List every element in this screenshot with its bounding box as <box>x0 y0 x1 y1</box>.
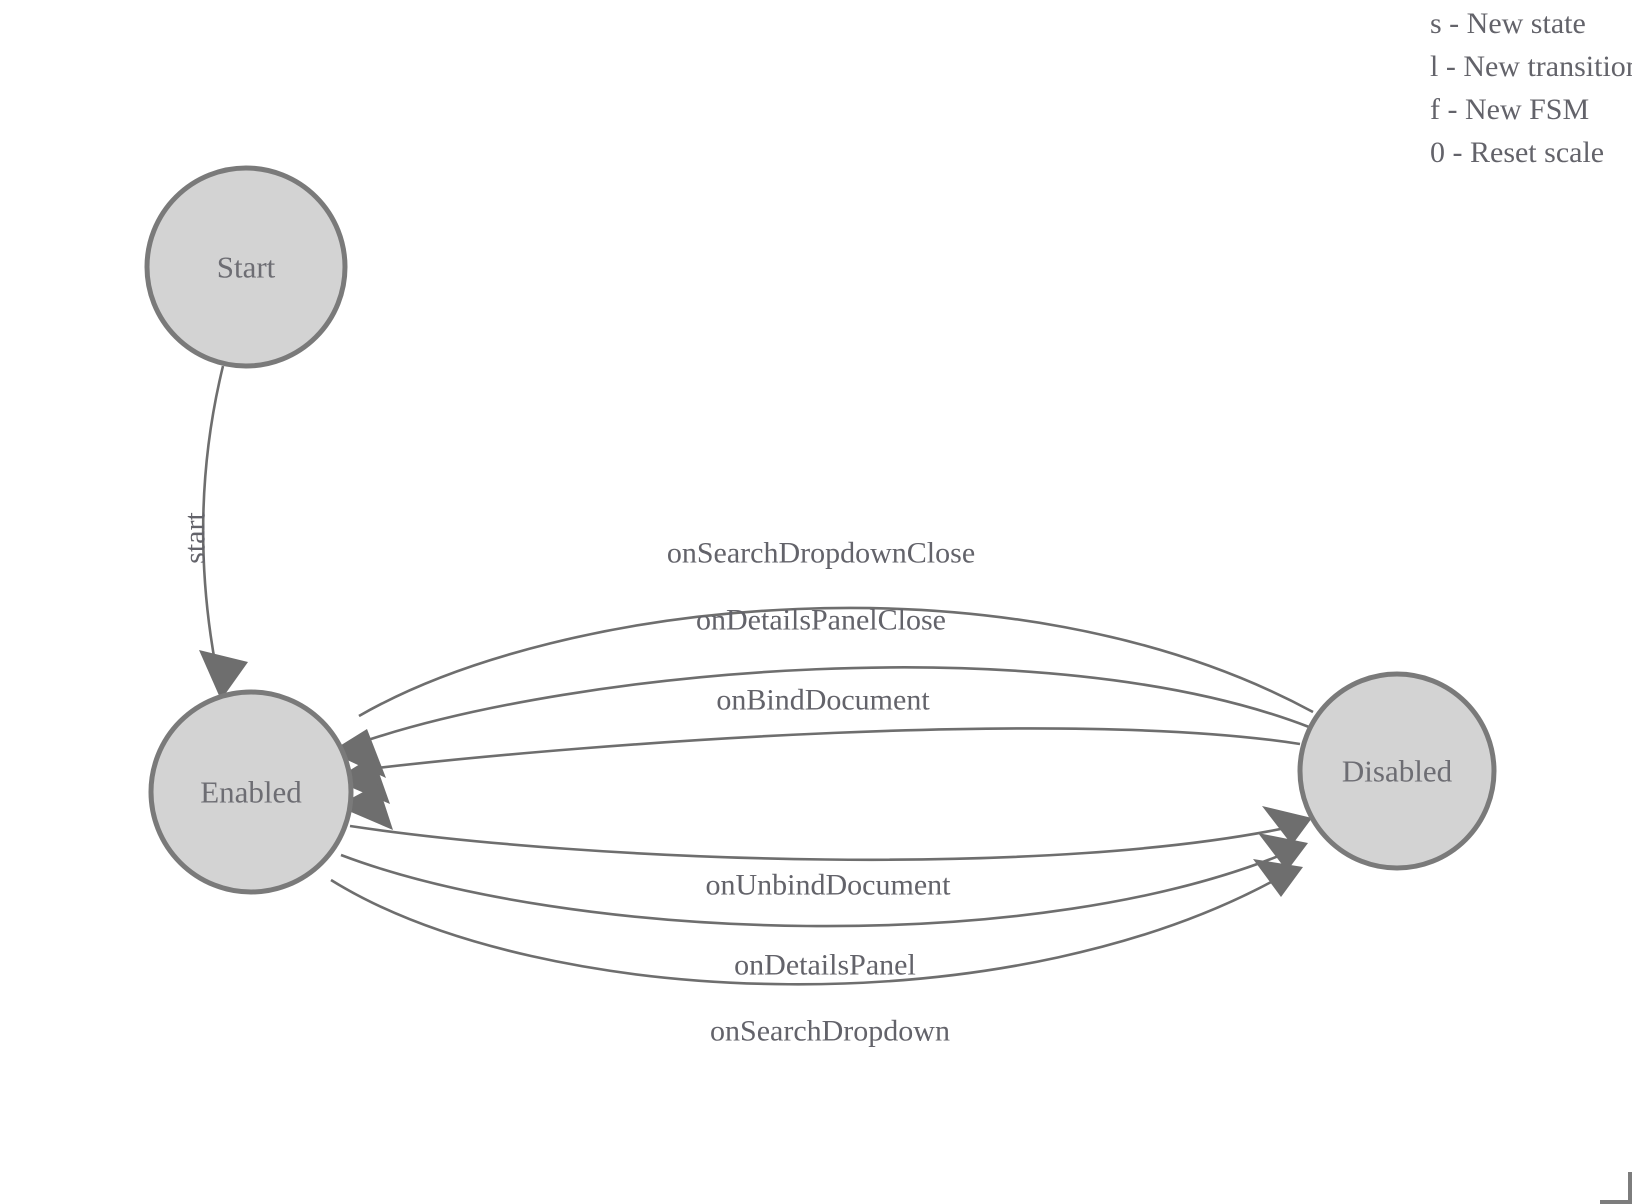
edge-label-start[interactable]: start <box>179 512 212 564</box>
state-node-start[interactable]: Start <box>144 165 348 369</box>
edge-path-onsearchdropdownclose[interactable] <box>358 606 1314 718</box>
state-label-disabled: Disabled <box>1342 754 1453 789</box>
edge-label-ondetailspanel[interactable]: onDetailsPanel <box>734 949 916 982</box>
edge-path-ondetailspanelclose[interactable] <box>361 666 1310 744</box>
help-line-new-fsm: f - New FSM <box>1430 93 1590 126</box>
state-circle-start[interactable] <box>144 165 348 369</box>
edge-label-onunbinddocument[interactable]: onUnbindDocument <box>706 869 952 902</box>
edge-path-onunbinddocument[interactable] <box>349 822 1305 862</box>
state-node-disabled[interactable]: Disabled <box>1297 671 1497 871</box>
help-overlay: s - New state l - New transition f - New… <box>1430 0 1632 174</box>
edge-label-onbinddocument[interactable]: onBindDocument <box>716 684 930 717</box>
state-nodes[interactable]: Start Enabled Disabled <box>144 165 1497 895</box>
help-line-new-state: s - New state <box>1430 7 1586 40</box>
state-label-start: Start <box>217 250 276 285</box>
edge-path-onsearchdropdown[interactable] <box>330 866 1297 986</box>
arrowhead-onunbinddocument <box>1262 806 1312 845</box>
help-line-new-transition: l - New transition <box>1430 50 1632 83</box>
edge-labels[interactable]: start onSearchDropdownClose onDetailsPan… <box>179 512 976 1048</box>
edge-arrowheads <box>199 650 1312 897</box>
edge-label-onsearchdropdown[interactable]: onSearchDropdown <box>710 1015 950 1048</box>
edge-path-onbinddocument[interactable] <box>367 727 1301 771</box>
help-line-reset-scale: 0 - Reset scale <box>1430 136 1605 169</box>
state-circle-enabled[interactable] <box>148 689 354 895</box>
arrowhead-onbinddocument <box>337 784 393 830</box>
arrowhead-ondetailspanel <box>1258 833 1308 871</box>
state-circle-disabled[interactable] <box>1297 671 1497 871</box>
edge-path-ondetailspanel[interactable] <box>340 845 1301 928</box>
edge-label-onsearchdropdownclose[interactable]: onSearchDropdownClose <box>667 537 975 570</box>
state-label-enabled: Enabled <box>200 775 302 810</box>
state-node-enabled[interactable]: Enabled <box>148 689 354 895</box>
arrowhead-onsearchdropdown <box>1253 859 1303 897</box>
edge-label-ondetailspanelclose[interactable]: onDetailsPanelClose <box>696 604 946 637</box>
arrowhead-start <box>199 650 248 700</box>
edge-path-start[interactable] <box>201 365 225 669</box>
edge-paths <box>201 365 1314 986</box>
resize-corner-handle[interactable] <box>1600 1172 1632 1204</box>
